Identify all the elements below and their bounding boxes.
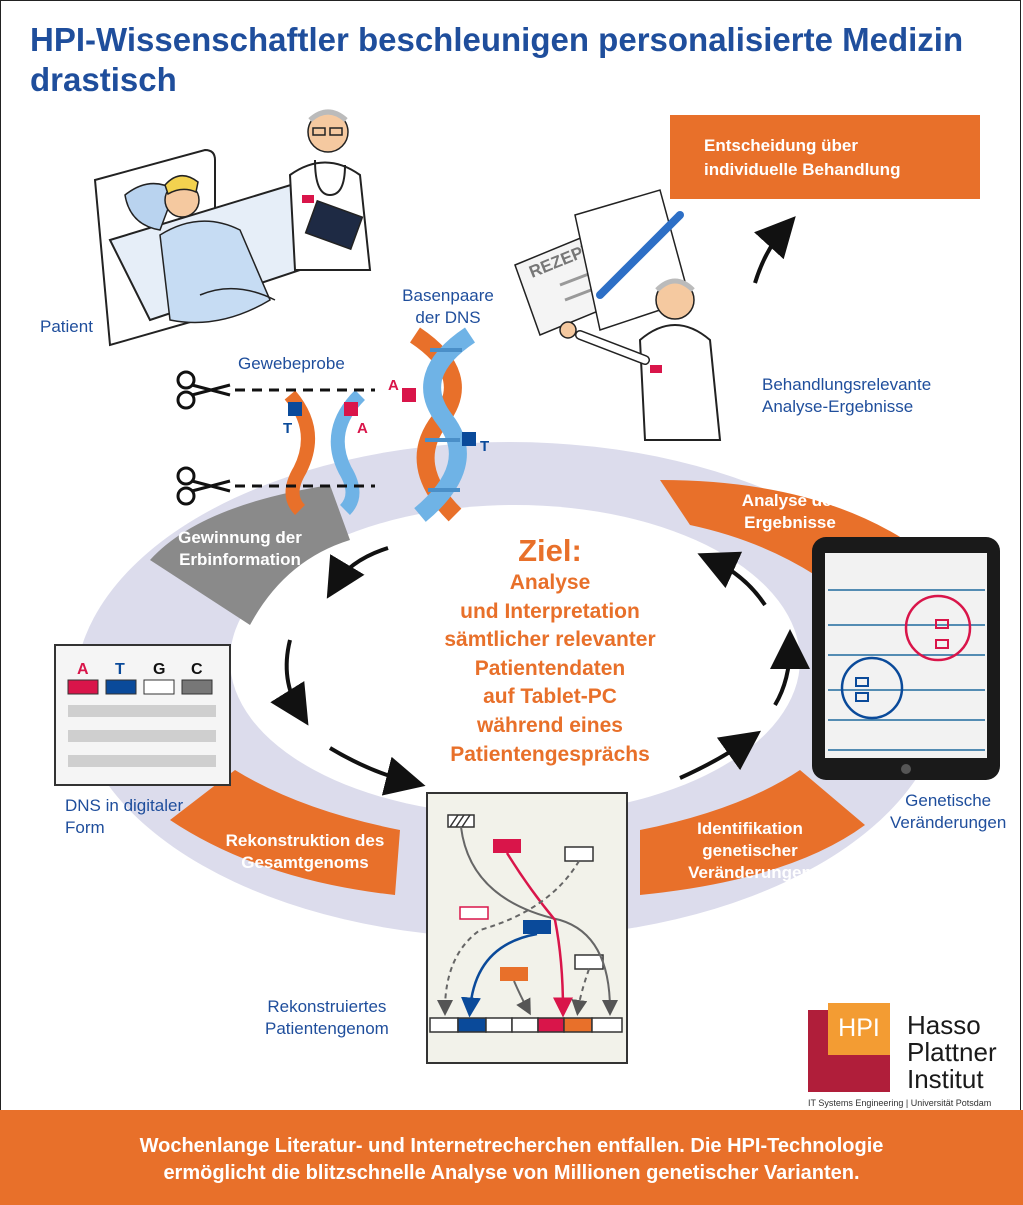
step-echtzeit-line1: Echtzeit- bbox=[754, 469, 826, 488]
step-gewinnung-line2: Erbinformation bbox=[179, 550, 301, 569]
goal-line: Analyse bbox=[509, 571, 591, 594]
hpi-name-line3: Institut bbox=[907, 1064, 984, 1094]
decision-box: Entscheidung über individuelle Behandlun… bbox=[670, 115, 980, 199]
doctor-tablet-illustration bbox=[288, 109, 372, 271]
cycle-arrow-6 bbox=[697, 551, 767, 607]
label-behandlung-line1: Behandlungsrelevante bbox=[762, 375, 932, 394]
label-dns-digital-line2: Form bbox=[65, 818, 105, 837]
decision-line2: individuelle Behandlung bbox=[704, 160, 901, 179]
label-genetische-line1: Genetische bbox=[905, 791, 992, 810]
step-echtzeit-label: Echtzeit- Analyse der Ergebnisse bbox=[710, 468, 870, 534]
hpi-name-line2: Plattner bbox=[907, 1037, 997, 1067]
decision-arrow bbox=[753, 216, 796, 284]
hpi-logo-subtitle: IT Systems Engineering | Universität Pot… bbox=[808, 1098, 992, 1108]
label-dns-digital: DNS in digitaler Form bbox=[65, 795, 183, 839]
step-identifikation-line1: Identifikation bbox=[697, 819, 803, 838]
base-a-label: A bbox=[77, 661, 89, 678]
genome-card bbox=[426, 792, 628, 1064]
dna-helix bbox=[402, 327, 476, 522]
label-dns-digital-line1: DNS in digitaler bbox=[65, 796, 184, 815]
step-gewinnung-line1: Gewinnung der bbox=[178, 528, 302, 547]
hpi-logo-box bbox=[828, 1003, 890, 1055]
label-genetische-line2: Veränderungen bbox=[890, 813, 1007, 832]
goal-line: Patientendaten bbox=[474, 656, 626, 680]
goal-line: sämtlicher relevanter bbox=[444, 628, 656, 652]
hpi-name-line1: Hasso bbox=[907, 1010, 981, 1040]
step-rekonstruktion-label: Rekonstruktion des Gesamtgenoms bbox=[210, 830, 400, 874]
page-title: HPI-Wissenschaftler beschleunigen person… bbox=[30, 21, 964, 98]
step-gewinnung-label: Gewinnung der Erbinformation bbox=[150, 527, 330, 571]
label-rekonstruiert-line2: Patientengenom bbox=[265, 1019, 389, 1038]
cycle-arrow-1 bbox=[326, 546, 389, 599]
label-basenpaare-line2: der DNS bbox=[415, 308, 481, 327]
step-rekonstruktion-line1: Rekonstruktion des bbox=[225, 831, 385, 850]
tissue-sample-dna bbox=[284, 390, 366, 515]
footer-line2: ermöglicht die blitzschnelle Analyse von… bbox=[163, 1162, 860, 1184]
tablet-illustration bbox=[812, 537, 1000, 780]
footer-banner bbox=[0, 1110, 1023, 1205]
label-basenpaare: Basenpaare der DNS bbox=[398, 285, 498, 329]
cycle-arrow-2 bbox=[270, 639, 309, 726]
dna-digital-card: A T G C bbox=[54, 644, 231, 786]
step-echtzeit-line2: Analyse der bbox=[741, 491, 839, 510]
label-behandlung-line2: Analyse-Ergebnisse bbox=[762, 397, 914, 416]
step-identifikation-label: Identifikation genetischer Veränderungen bbox=[665, 818, 835, 884]
step-gewinnung-segment bbox=[150, 485, 350, 625]
logo-bar-2 bbox=[838, 1050, 890, 1092]
footer-text: Wochenlange Literatur- und Internetreche… bbox=[20, 1133, 1003, 1187]
hpi-logo-abbr: HPI bbox=[838, 1014, 880, 1042]
helix-letter-t: T bbox=[480, 438, 489, 455]
goal-line: Patientengesprächs bbox=[450, 742, 650, 766]
cycle-arrow-4 bbox=[679, 730, 762, 780]
step-rekonstruktion-line2: Gesamtgenoms bbox=[241, 853, 369, 872]
goal-body: Analyse und Interpretation sämtlicher re… bbox=[395, 569, 705, 769]
sample-letter-a: A bbox=[357, 420, 368, 437]
scissors-icon bbox=[176, 466, 231, 506]
label-rekonstruiert: Rekonstruiertes Patientengenom bbox=[265, 996, 389, 1040]
label-behandlung: Behandlungsrelevante Analyse-Ergebnisse bbox=[762, 374, 931, 418]
footer-line1: Wochenlange Literatur- und Internetreche… bbox=[139, 1135, 884, 1157]
scissors-icon bbox=[176, 370, 231, 410]
label-gewebeprobe: Gewebeprobe bbox=[238, 354, 345, 373]
goal-line: auf Tablet-PC bbox=[483, 685, 617, 709]
step-identifikation-line2: genetischer bbox=[702, 841, 798, 860]
cycle-arrow-3 bbox=[328, 746, 426, 796]
sample-letter-t: T bbox=[283, 420, 292, 437]
base-c-label: C bbox=[191, 661, 203, 678]
label-patient: Patient bbox=[40, 317, 93, 336]
goal-heading: Ziel: bbox=[518, 533, 582, 568]
step-echtzeit-line3: Ergebnisse bbox=[744, 513, 836, 532]
cycle-arrow-5 bbox=[769, 629, 810, 707]
helix-letter-a: A bbox=[388, 377, 399, 394]
step-rekonstruktion-segment bbox=[170, 770, 400, 895]
step-identifikation-segment bbox=[640, 770, 865, 895]
goal-line: und Interpretation bbox=[460, 599, 640, 623]
label-basenpaare-line1: Basenpaare bbox=[402, 286, 494, 305]
base-g-label: G bbox=[153, 661, 165, 678]
hpi-logo-name: Hasso Plattner Institut bbox=[907, 1012, 997, 1093]
label-genetische: Genetische Veränderungen bbox=[890, 790, 1006, 834]
step-identifikation-line3: Veränderungen bbox=[688, 863, 812, 882]
base-t-label: T bbox=[115, 661, 125, 678]
decision-line1: Entscheidung über bbox=[704, 136, 858, 155]
label-rekonstruiert-line1: Rekonstruiertes bbox=[267, 997, 387, 1016]
goal-line: während eines bbox=[477, 713, 623, 737]
doctor-prescription-illustration bbox=[559, 278, 722, 441]
